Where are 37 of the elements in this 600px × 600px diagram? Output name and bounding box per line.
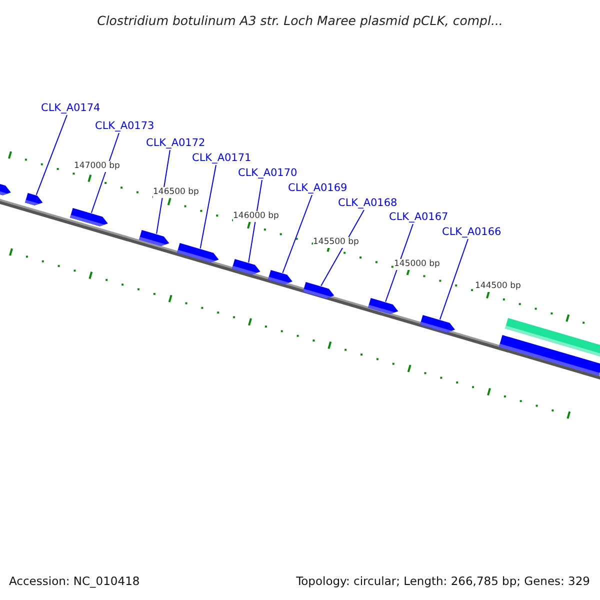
gene-feature bbox=[25, 193, 43, 206]
position-label: 145500 bp bbox=[313, 237, 359, 248]
gene-feature bbox=[368, 298, 398, 314]
gene-label: CLK_A0170 bbox=[238, 167, 298, 180]
gene-feature bbox=[303, 282, 334, 298]
gene-feature bbox=[268, 270, 293, 284]
footer-text: Accession: NC_010418 bbox=[9, 574, 140, 588]
gene-feature bbox=[420, 315, 456, 332]
gene-label: CLK_A0173 bbox=[95, 120, 154, 133]
gene-label: CLK_A0166 bbox=[442, 226, 502, 239]
position-label: 145000 bp bbox=[394, 259, 440, 270]
gene-feature bbox=[232, 259, 260, 274]
gene-label: CLK_A0169 bbox=[288, 182, 348, 195]
leader-line bbox=[320, 210, 364, 286]
leader-line bbox=[248, 180, 262, 263]
leader-line bbox=[200, 164, 216, 249]
leader-line bbox=[439, 238, 468, 320]
gene-feature bbox=[177, 243, 219, 262]
feature-bar bbox=[498, 335, 600, 376]
position-label: 147000 bp bbox=[74, 161, 120, 172]
position-label: 144500 bp bbox=[475, 281, 521, 292]
map-title: Clostridium botulinum A3 str. Loch Maree plasmid pCLK, compl... bbox=[97, 13, 503, 28]
gene-feature bbox=[139, 230, 170, 246]
gene-feature bbox=[70, 208, 108, 226]
leader-line bbox=[156, 150, 170, 234]
gene-label: CLK_A0171 bbox=[192, 152, 252, 165]
leader-line bbox=[90, 132, 120, 214]
gene-label: CLK_A0174 bbox=[41, 102, 100, 115]
footer-text: Topology: circular; Length: 266,785 bp; Genes: 329 bbox=[296, 574, 590, 588]
position-label: 146500 bp bbox=[153, 187, 199, 198]
gene-label: CLK_A0172 bbox=[146, 137, 206, 150]
gene-label: CLK_A0167 bbox=[389, 211, 448, 224]
position-label: 146000 bp bbox=[233, 211, 279, 222]
leader-line bbox=[36, 114, 68, 196]
leader-line bbox=[282, 194, 312, 274]
gene-feature bbox=[0, 184, 12, 196]
gene-label: CLK_A0168 bbox=[338, 197, 398, 210]
